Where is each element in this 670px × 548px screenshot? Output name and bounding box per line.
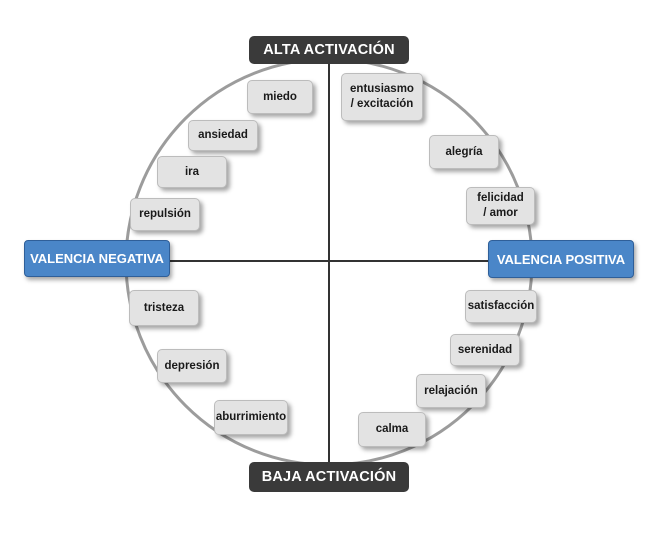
emotion-miedo: miedo bbox=[247, 80, 313, 114]
label-valencia-positiva: VALENCIA POSITIVA bbox=[488, 240, 634, 278]
emotion-serenidad: serenidad bbox=[450, 334, 520, 366]
emotion-satisfaccion: satisfacción bbox=[465, 290, 537, 323]
label-alta-activacion: ALTA ACTIVACIÓN bbox=[249, 36, 409, 64]
emotion-entusiasmo: entusiasmo / excitación bbox=[341, 73, 423, 121]
label-valencia-negativa: VALENCIA NEGATIVA bbox=[24, 240, 170, 277]
emotion-tristeza: tristeza bbox=[129, 290, 199, 326]
emotion-alegria: alegría bbox=[429, 135, 499, 169]
emotion-aburrimiento: aburrimiento bbox=[214, 400, 288, 435]
emotion-calma: calma bbox=[358, 412, 426, 447]
emotion-felicidad: felicidad / amor bbox=[466, 187, 535, 225]
emotion-repulsion: repulsión bbox=[130, 198, 200, 231]
emotion-relajacion: relajación bbox=[416, 374, 486, 408]
emotion-ansiedad: ansiedad bbox=[188, 120, 258, 151]
label-baja-activacion: BAJA ACTIVACIÓN bbox=[249, 462, 409, 492]
emotion-depresion: depresión bbox=[157, 349, 227, 383]
emotion-ira: ira bbox=[157, 156, 227, 188]
